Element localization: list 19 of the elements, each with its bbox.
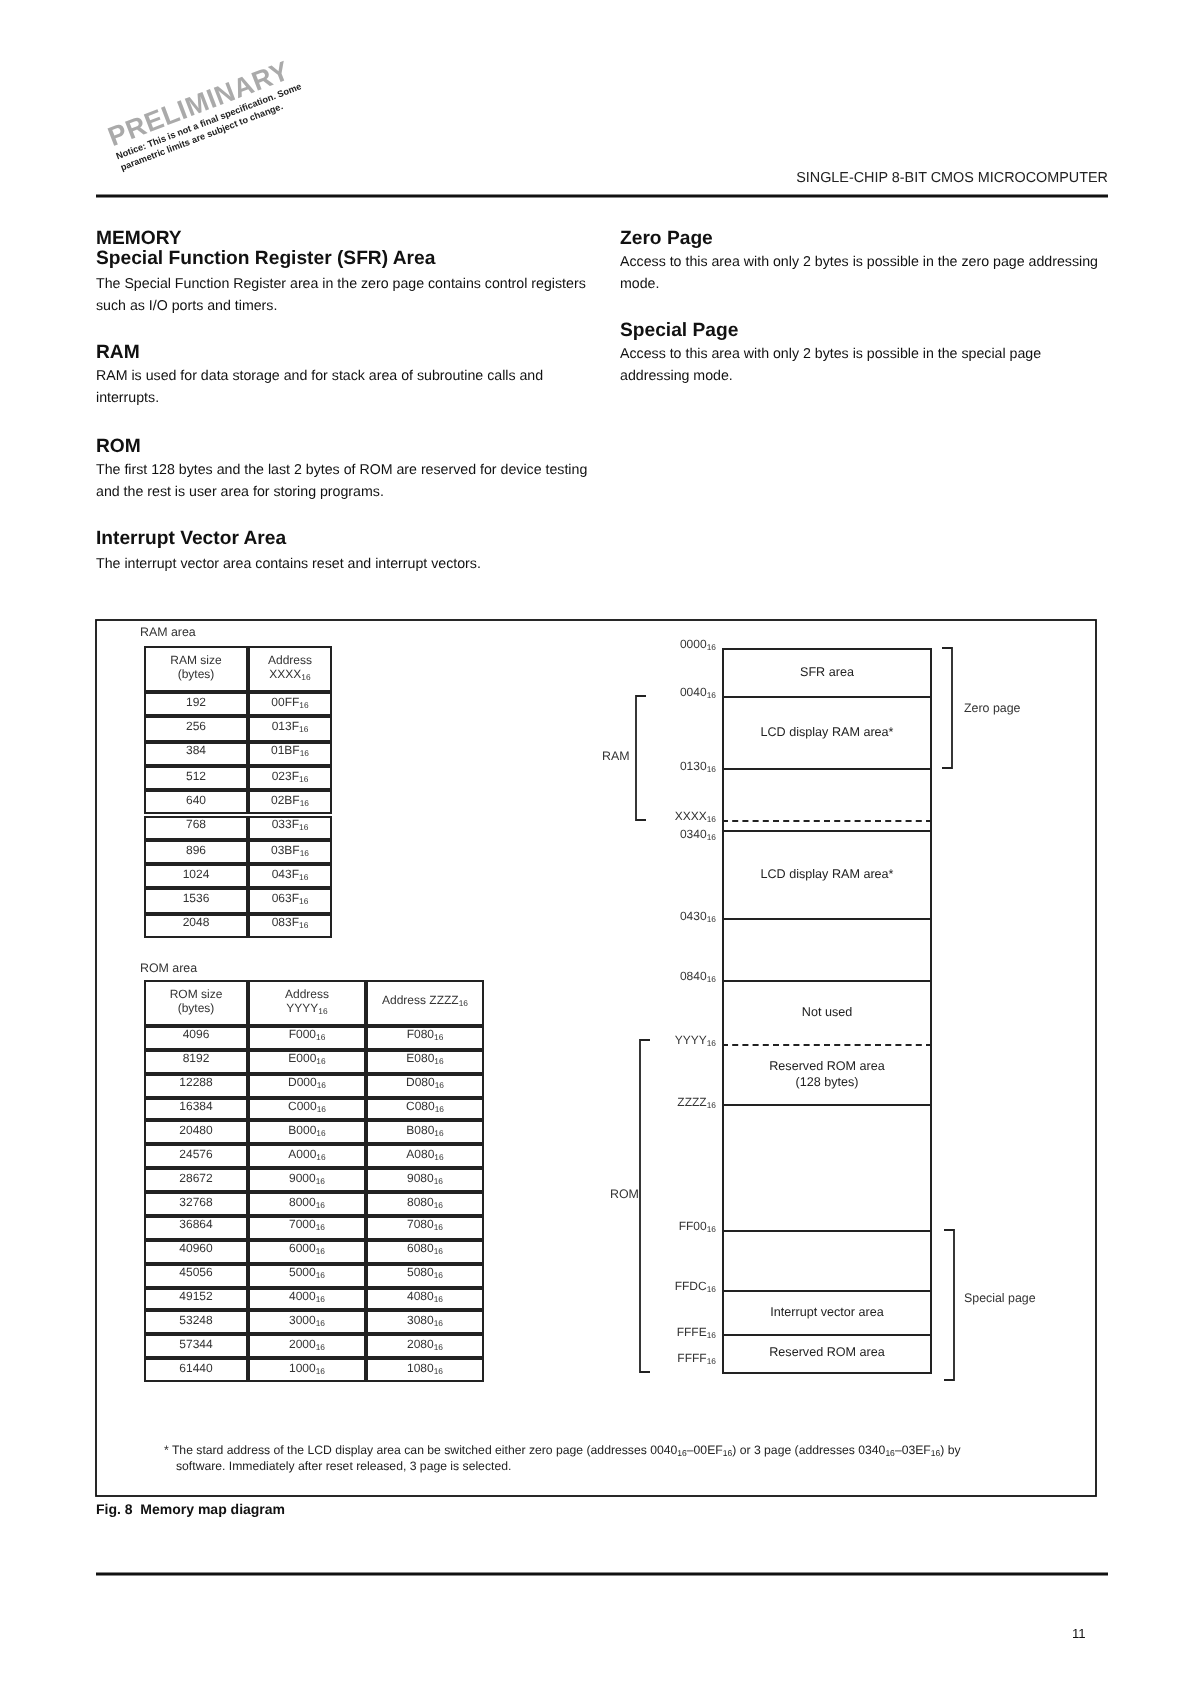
memory-block (722, 768, 932, 820)
memory-block (722, 980, 932, 1044)
memory-block (722, 648, 932, 696)
memory-block (722, 1230, 932, 1290)
memory-block (722, 1104, 932, 1230)
heading: MEMORY (96, 228, 184, 250)
memory-block (722, 830, 932, 918)
memory-block (722, 1290, 932, 1334)
memory-block (722, 918, 932, 980)
heading: Special Page (620, 320, 741, 344)
memory-block (722, 820, 932, 830)
heading: Interrupt Vector Area (96, 528, 289, 552)
memory-block (722, 1044, 932, 1104)
heading: RAM (96, 342, 142, 366)
heading: ROM (96, 436, 143, 460)
memory-block (722, 696, 932, 768)
memory-block (722, 1334, 932, 1374)
heading: Special Function Register (SFR) Area (96, 248, 438, 272)
heading: Zero Page (620, 228, 715, 252)
